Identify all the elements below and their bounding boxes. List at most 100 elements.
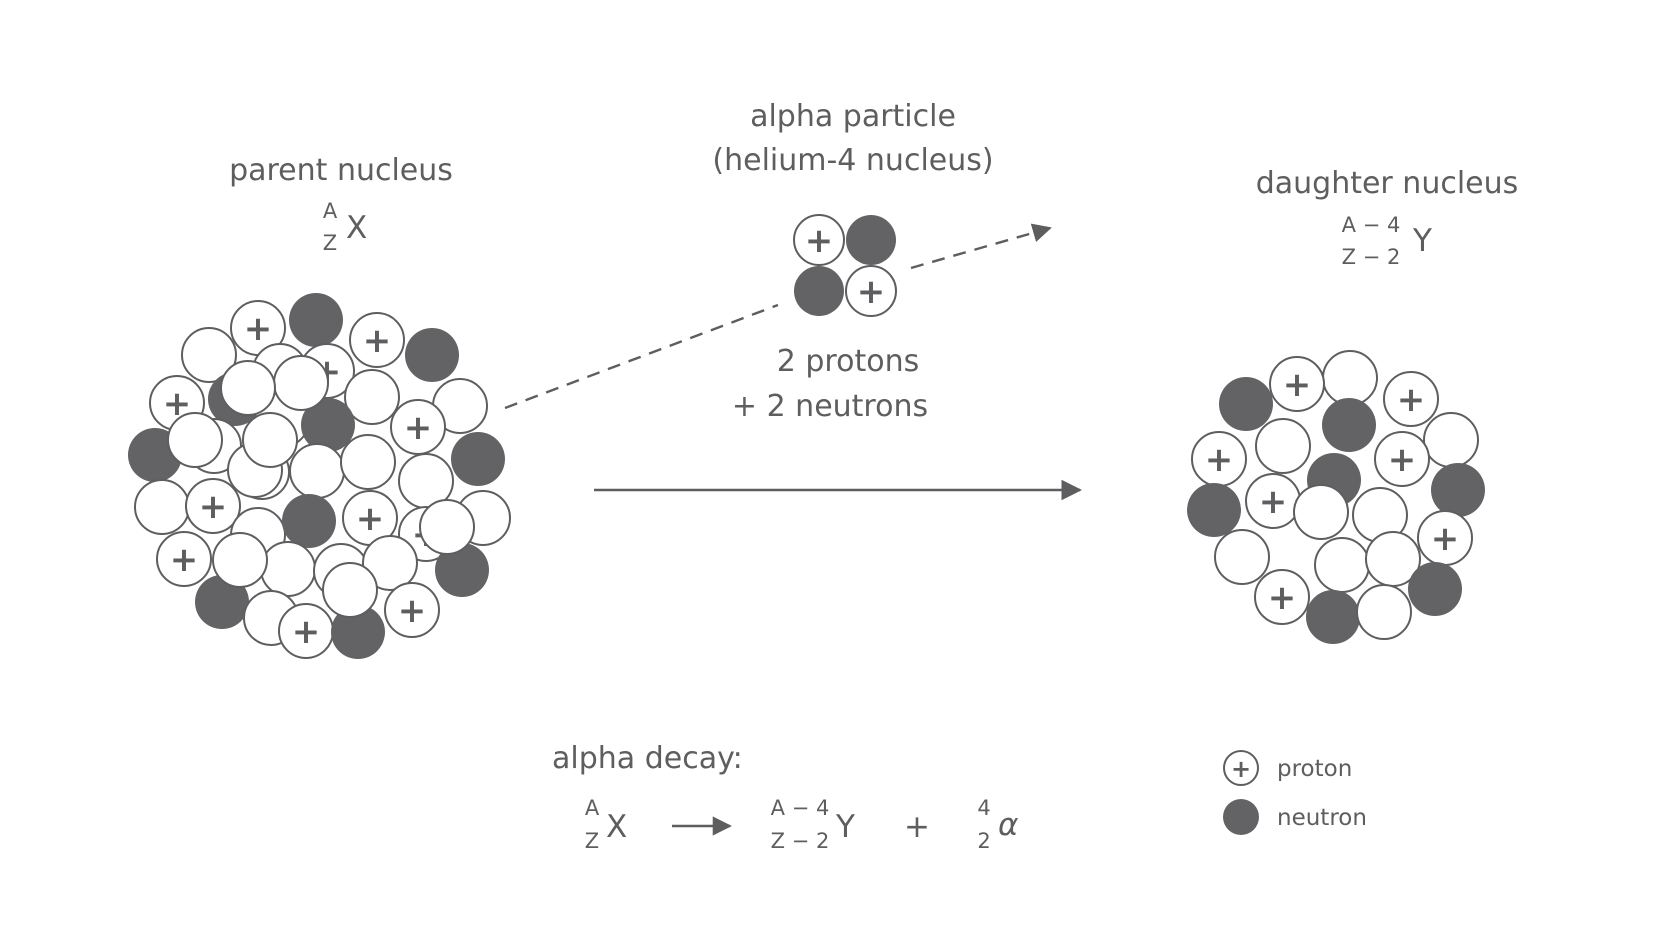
neutron-particle — [1306, 590, 1360, 644]
nucleon-particle — [1255, 418, 1311, 474]
proton-sign: + — [805, 221, 834, 261]
equation-alpha-mass: 4 — [977, 796, 990, 820]
legend-neutron-label: neutron — [1277, 805, 1367, 831]
equation-product-atomic: Z − 2 — [771, 829, 830, 853]
proton-particle — [185, 478, 241, 534]
nucleon-particle — [273, 355, 329, 411]
nucleon-particle — [242, 412, 298, 468]
nucleon-particle — [322, 562, 378, 618]
equation-alpha-atomic: 2 — [977, 829, 990, 853]
neutron-particle — [794, 266, 844, 316]
nucleon-particle — [289, 443, 345, 499]
proton-sign: + — [1388, 440, 1417, 480]
nucleon-particle — [1314, 537, 1370, 593]
proton-sign: + — [244, 309, 273, 349]
neutron-particle — [451, 432, 505, 486]
legend-proton-icon — [1223, 750, 1259, 786]
daughter-symbol: Y — [1412, 223, 1432, 259]
neutron-particle — [1187, 483, 1241, 537]
daughter-atomic-number: Z − 2 — [1342, 245, 1401, 269]
nucleon-particle — [1356, 584, 1412, 640]
nucleon-particle — [1214, 529, 1270, 585]
proton-sign: + — [1431, 519, 1460, 559]
nucleon-particle — [220, 360, 276, 416]
daughter-nucleus: + + + + + + + — [1187, 350, 1485, 644]
nucleon-particle — [1423, 412, 1479, 468]
equation-product-mass: A − 4 — [771, 796, 830, 820]
parent-symbol: X — [346, 210, 367, 246]
daughter-nucleus-title: daughter nucleus — [1256, 166, 1519, 201]
nucleon-particle — [1322, 350, 1378, 406]
neutron-particle — [846, 215, 896, 265]
daughter-mass-number: A − 4 — [1342, 213, 1401, 237]
proton-sign: + — [1397, 380, 1426, 420]
neutron-particle — [405, 328, 459, 382]
equation-alpha-symbol: α — [998, 807, 1018, 843]
equation-product-symbol: Y — [835, 809, 855, 845]
nucleon-particle — [1293, 484, 1349, 540]
nucleon-particle — [181, 327, 237, 383]
proton-particle — [1374, 431, 1430, 487]
legend-proton-sign: + — [1231, 755, 1251, 783]
proton-sign: + — [404, 408, 433, 448]
proton-particle — [156, 531, 212, 587]
nucleon-particle — [340, 434, 396, 490]
proton-particle — [1383, 371, 1439, 427]
proton-sign: + — [1259, 482, 1288, 522]
proton-sign: + — [356, 499, 385, 539]
proton-particle — [1254, 569, 1310, 625]
nucleon-particle — [362, 535, 418, 591]
neutron-particle — [289, 293, 343, 347]
parent-nucleus: ++++++++++++ — [128, 293, 511, 659]
proton-sign: + — [1268, 578, 1297, 618]
parent-atomic-number: Z — [323, 231, 337, 255]
neutron-particle — [301, 398, 355, 452]
alpha-composition-neutrons: + 2 neutrons — [732, 389, 928, 424]
proton-particle — [845, 265, 897, 317]
legend: + proton neutron — [1223, 750, 1367, 835]
proton-sign: + — [1283, 365, 1312, 405]
nucleon-particle — [167, 412, 223, 468]
alpha-particle-title: alpha particle — [750, 99, 956, 134]
alpha-particle: ++ — [793, 214, 897, 317]
neutron-particle — [435, 543, 489, 597]
proton-sign: + — [292, 612, 321, 652]
proton-particle — [1269, 356, 1325, 412]
equation-reactant-symbol: X — [606, 809, 627, 845]
legend-proton-label: proton — [1277, 756, 1352, 782]
alpha-particle-subtitle: (helium-4 nucleus) — [712, 143, 993, 178]
equation-reactant-mass: A — [585, 796, 600, 820]
proton-sign: + — [1205, 440, 1234, 480]
proton-sign: + — [170, 540, 199, 580]
equation-heading: alpha decay: — [552, 741, 743, 776]
parent-mass-number: A — [323, 199, 338, 223]
proton-particle — [384, 582, 440, 638]
nucleon-particle — [212, 532, 268, 588]
equation-reactant-atomic: Z — [585, 829, 599, 853]
neutron-particle — [1219, 377, 1273, 431]
proton-sign: + — [363, 321, 392, 361]
proton-sign: + — [398, 591, 427, 631]
nucleon-particle — [134, 479, 190, 535]
neutron-particle — [1322, 398, 1376, 452]
nucleon-particle — [419, 499, 475, 555]
nucleon-particle — [260, 541, 316, 597]
neutron-particle — [331, 605, 385, 659]
legend-neutron-icon — [1223, 799, 1259, 835]
neutron-particle — [1408, 562, 1462, 616]
alpha-composition-protons: 2 protons — [777, 344, 919, 379]
proton-particle — [793, 214, 845, 266]
proton-sign: + — [199, 487, 228, 527]
neutron-particle — [195, 575, 249, 629]
parent-nucleus-title: parent nucleus — [229, 153, 453, 188]
equation-plus: + — [904, 809, 930, 845]
proton-particle — [349, 312, 405, 368]
neutron-particle — [1431, 463, 1485, 517]
neutron-particle — [282, 494, 336, 548]
alpha-trajectory-arrow — [910, 223, 1052, 270]
proton-sign: + — [857, 272, 886, 312]
alpha-trajectory-lower — [504, 303, 779, 410]
proton-particle — [390, 399, 446, 455]
nucleon-particle — [344, 369, 400, 425]
